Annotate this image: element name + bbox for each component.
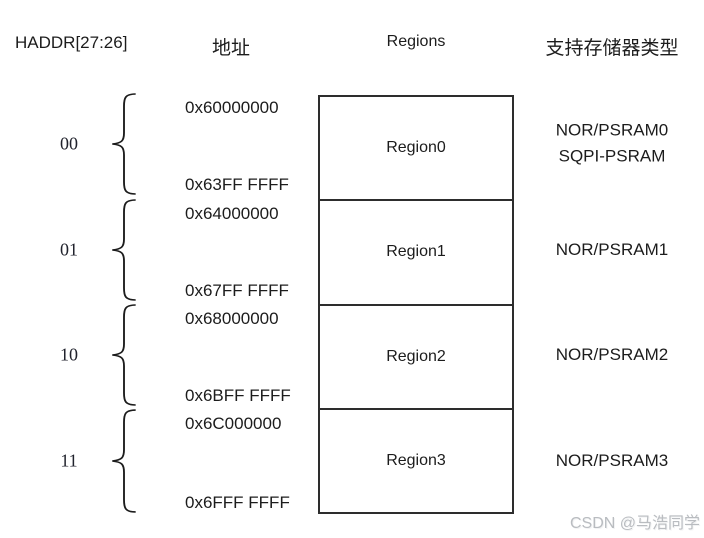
memory-type-value: NOR/PSRAM1 [555,239,669,259]
address-start: 0x60000000 [185,98,279,117]
address-end: 0x67FF FFFF [185,281,289,300]
address-group-11: 11 0x6C000000 0x6FFF FFFF NOR/PSRAM3 [0,408,704,514]
header-address: 地址 [211,38,250,59]
region-label: Region3 [386,451,446,469]
haddr-bits-value: 11 [60,450,78,471]
csdn-watermark: CSDN @马浩同学 [569,515,700,532]
haddr-bits-value: 01 [60,239,78,260]
brace-icon [112,93,136,195]
address-start: 0x64000000 [185,204,279,223]
address-end: 0x6BFF FFFF [185,386,291,405]
memory-type-value: NOR/PSRAM3 [555,450,669,470]
haddr-bits-value: 00 [60,133,78,154]
address-end: 0x6FFF FFFF [185,493,290,512]
address-end: 0x63FF FFFF [185,175,289,194]
header-regions: Regions [386,33,446,50]
address-start: 0x6C000000 [185,414,282,433]
haddr-bits-value: 10 [60,344,78,365]
region-column: Region0 Region1 Region2 Region3 [318,95,514,514]
brace-icon [112,199,136,301]
address-group-01: 01 0x64000000 0x67FF FFFF NOR/PSRAM1 [0,198,704,302]
region-cell-3: Region3 [320,410,512,512]
address-start: 0x68000000 [185,309,279,328]
memory-type-value: NOR/PSRAM2 [555,344,669,364]
region-label: Region2 [386,347,446,365]
region-label: Region1 [386,243,446,261]
region-label: Region0 [386,139,446,157]
header-memory-type: 支持存储器类型 [545,38,679,59]
brace-icon [112,304,136,406]
address-group-00: 00 0x60000000 0x63FF FFFF NOR/PSRAM0 SQP… [0,92,704,196]
header-haddr-bits: HADDR[27:26] [15,33,128,52]
region-cell-1: Region1 [320,201,512,306]
address-group-10: 10 0x68000000 0x6BFF FFFF NOR/PSRAM2 [0,303,704,407]
region-cell-0: Region0 [320,97,512,202]
memory-type-value: NOR/PSRAM0 SQPI-PSRAM [555,120,669,166]
brace-icon [112,409,136,513]
region-cell-2: Region2 [320,306,512,410]
